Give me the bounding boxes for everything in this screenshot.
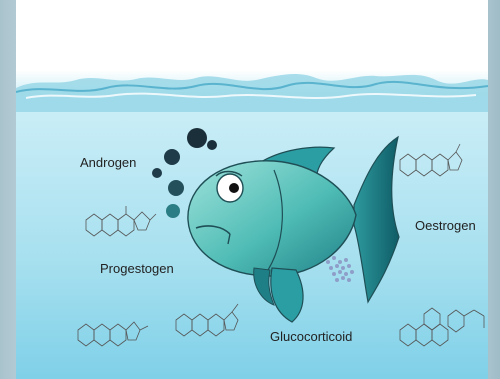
bubble [207, 140, 217, 150]
label-androgen: Androgen [80, 155, 136, 170]
androgen-molecule [86, 206, 156, 236]
fish-pelvic-fin [271, 268, 303, 322]
fish-pupil [229, 183, 239, 193]
oestrogen-molecule [400, 144, 462, 176]
illustration-svg [16, 0, 488, 379]
particle-cluster [326, 256, 354, 282]
bubble [187, 128, 207, 148]
bubble [164, 149, 180, 165]
glucocorticoid-molecule [400, 308, 484, 346]
fish-tail [354, 137, 399, 302]
water-surface-wave [16, 74, 488, 112]
label-progestogen: Progestogen [100, 261, 174, 276]
fish-body [188, 161, 356, 276]
label-glucocorticoid: Glucocorticoid [270, 329, 352, 344]
progestogen-molecule-2 [176, 304, 238, 336]
bubble [166, 204, 180, 218]
illustration-panel: Androgen Progestogen Oestrogen Glucocort… [16, 0, 488, 379]
label-oestrogen: Oestrogen [415, 218, 476, 233]
bubble [152, 168, 162, 178]
progestogen-molecule-1 [78, 322, 148, 346]
bubble [168, 180, 184, 196]
